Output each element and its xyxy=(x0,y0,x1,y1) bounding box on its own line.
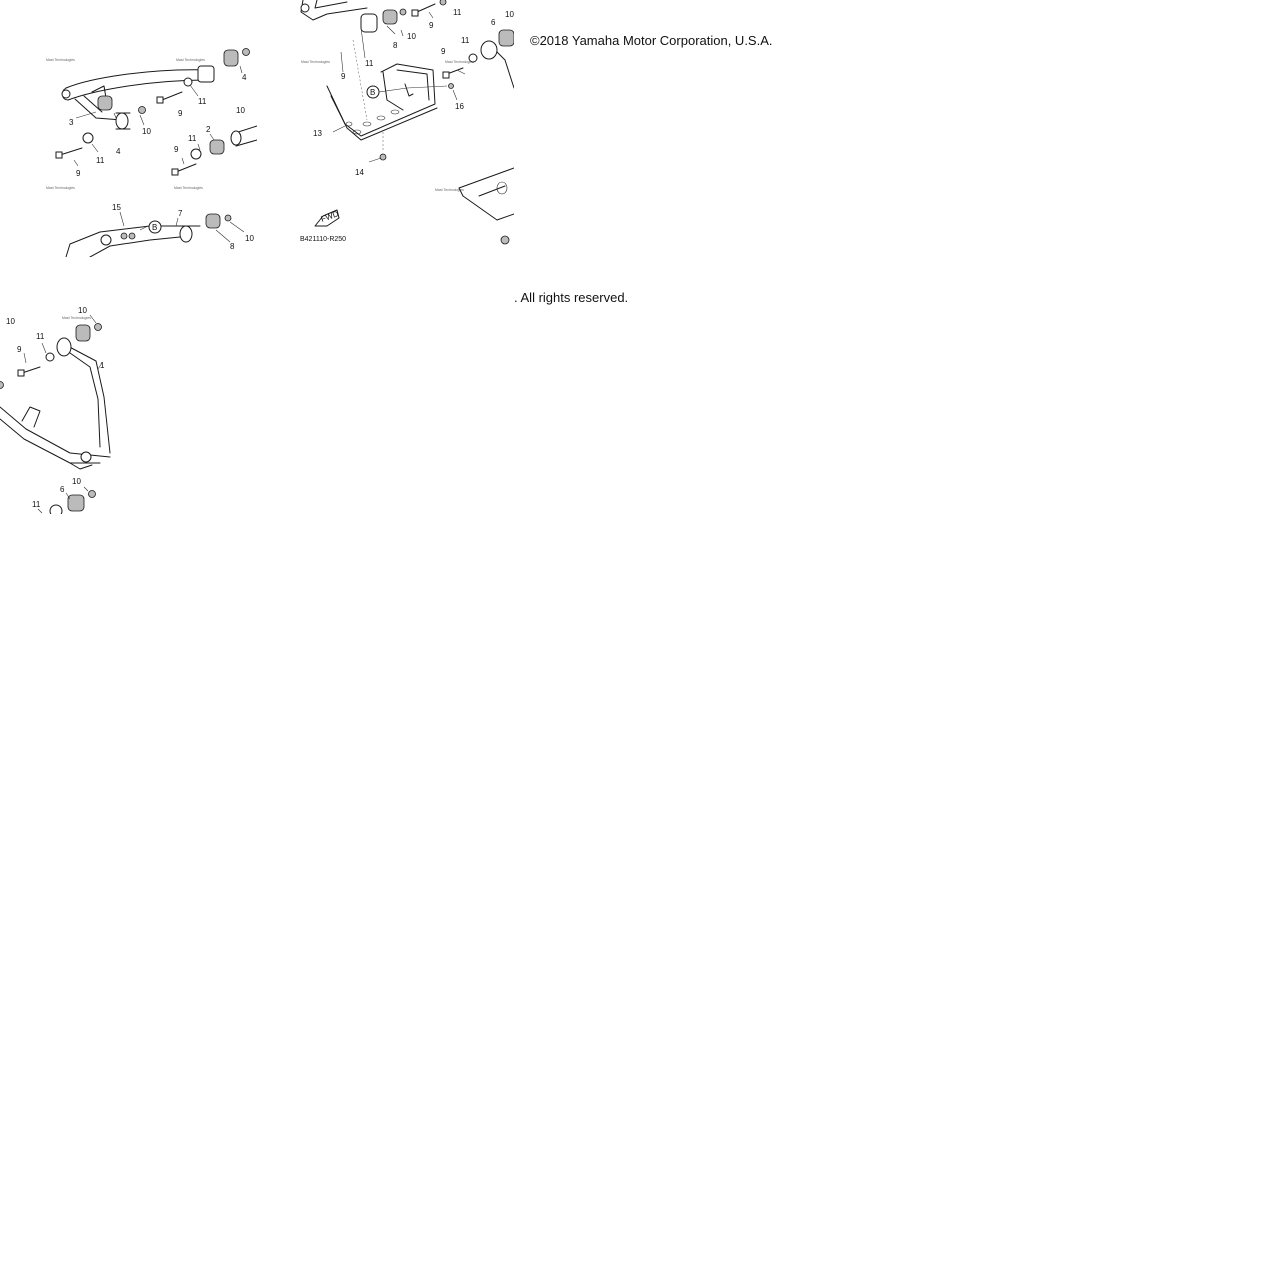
fwd-label: FWD xyxy=(320,209,340,224)
bushing-part xyxy=(0,323,102,514)
part-number-label: 9 xyxy=(441,47,446,56)
part-number-label: 11 xyxy=(32,500,41,509)
frame-corner-part xyxy=(458,167,514,245)
part-number-label: 4 xyxy=(116,147,121,156)
part-number-label: 4 xyxy=(242,73,247,82)
part-number-label: 10 xyxy=(407,32,416,41)
rights-reserved-text: . All rights reserved. xyxy=(514,290,629,305)
bushing-part xyxy=(82,48,257,160)
watermark-text: Mast Technologies xyxy=(435,188,464,192)
part-number-label: 6 xyxy=(491,18,496,27)
fwd-arrow: FWD xyxy=(314,209,340,227)
part-number-label: 11 xyxy=(461,36,470,45)
watermark-text: Mast Technologies xyxy=(62,316,91,320)
bolt-part xyxy=(55,77,197,176)
lower-arm-part: B xyxy=(65,213,232,257)
part-number-label: 9 xyxy=(429,21,434,30)
watermark-text: Mast Technologies xyxy=(301,60,330,64)
part-number-label: 10 xyxy=(245,234,254,243)
part-number-label: 14 xyxy=(355,168,364,177)
part-number-label: 10 xyxy=(72,477,81,486)
copyright-text: ©2018 Yamaha Motor Corporation, U.S.A. xyxy=(530,33,773,48)
frame-bracket-part xyxy=(300,0,447,33)
bolt-part xyxy=(17,366,41,377)
part-number-label: 11 xyxy=(188,134,197,143)
part-number-label: 9 xyxy=(178,109,183,118)
part-number-label: 9 xyxy=(76,169,81,178)
part-number-label: 3 xyxy=(69,118,74,127)
watermark-text: Mast Technologies xyxy=(445,60,474,64)
part-number-label: 11 xyxy=(365,59,374,68)
part-number-label: 1 xyxy=(100,361,105,370)
part-number-label: 8 xyxy=(393,41,398,50)
part-number-label: 9 xyxy=(17,345,22,354)
part-number-label: 2 xyxy=(206,125,211,134)
exploded-view-skid-plate: Mast Technologies Mast Technologies Mast… xyxy=(300,0,514,245)
part-number-label: 13 xyxy=(313,129,322,138)
skid-plate-part: B xyxy=(326,39,454,161)
part-number-label: 10 xyxy=(6,317,15,326)
watermark-text: Mast Technologies xyxy=(174,186,203,190)
callout-b-label: B xyxy=(370,88,375,97)
lower-arm-part xyxy=(0,337,111,470)
diagram-tile-skid-plate: Mast Technologies Mast Technologies Mast… xyxy=(257,0,514,257)
part-number-label: 10 xyxy=(236,106,245,115)
part-number-label: 10 xyxy=(505,10,514,19)
part-number-label: 6 xyxy=(60,485,65,494)
callout-b-label: B xyxy=(152,223,157,232)
part-number-label: 10 xyxy=(78,306,87,315)
right-bracket-part xyxy=(442,29,514,89)
exploded-view-upper-arm: Mast Technologies Mast Technologies Mast… xyxy=(46,48,257,257)
part-number-label: 8 xyxy=(230,242,235,251)
diagram-code: B421110-R250 xyxy=(300,236,346,243)
watermark-text: Mast Technologies xyxy=(46,186,75,190)
part-number-label: 11 xyxy=(96,156,105,165)
part-number-label: 11 xyxy=(36,332,45,341)
diagram-tile-lower-arm: Mast Technologies xyxy=(0,257,257,514)
exploded-view-lower-arm: Mast Technologies xyxy=(0,306,111,514)
watermark-text: Mast Technologies xyxy=(176,58,205,62)
part-number-label: 9 xyxy=(341,72,346,81)
part-number-label: 9 xyxy=(174,145,179,154)
watermark-text: Mast Technologies xyxy=(46,58,75,62)
part-number-label: 16 xyxy=(455,102,464,111)
upper-arm-part xyxy=(61,65,215,130)
diagram-tile-upper-arms: Mast Technologies Mast Technologies Mast… xyxy=(0,0,257,257)
part-number-label: 10 xyxy=(142,127,151,136)
part-number-label: 15 xyxy=(112,203,121,212)
part-number-label: 11 xyxy=(198,97,207,106)
part-number-label: 7 xyxy=(178,209,183,218)
part-number-label: 11 xyxy=(453,8,462,17)
